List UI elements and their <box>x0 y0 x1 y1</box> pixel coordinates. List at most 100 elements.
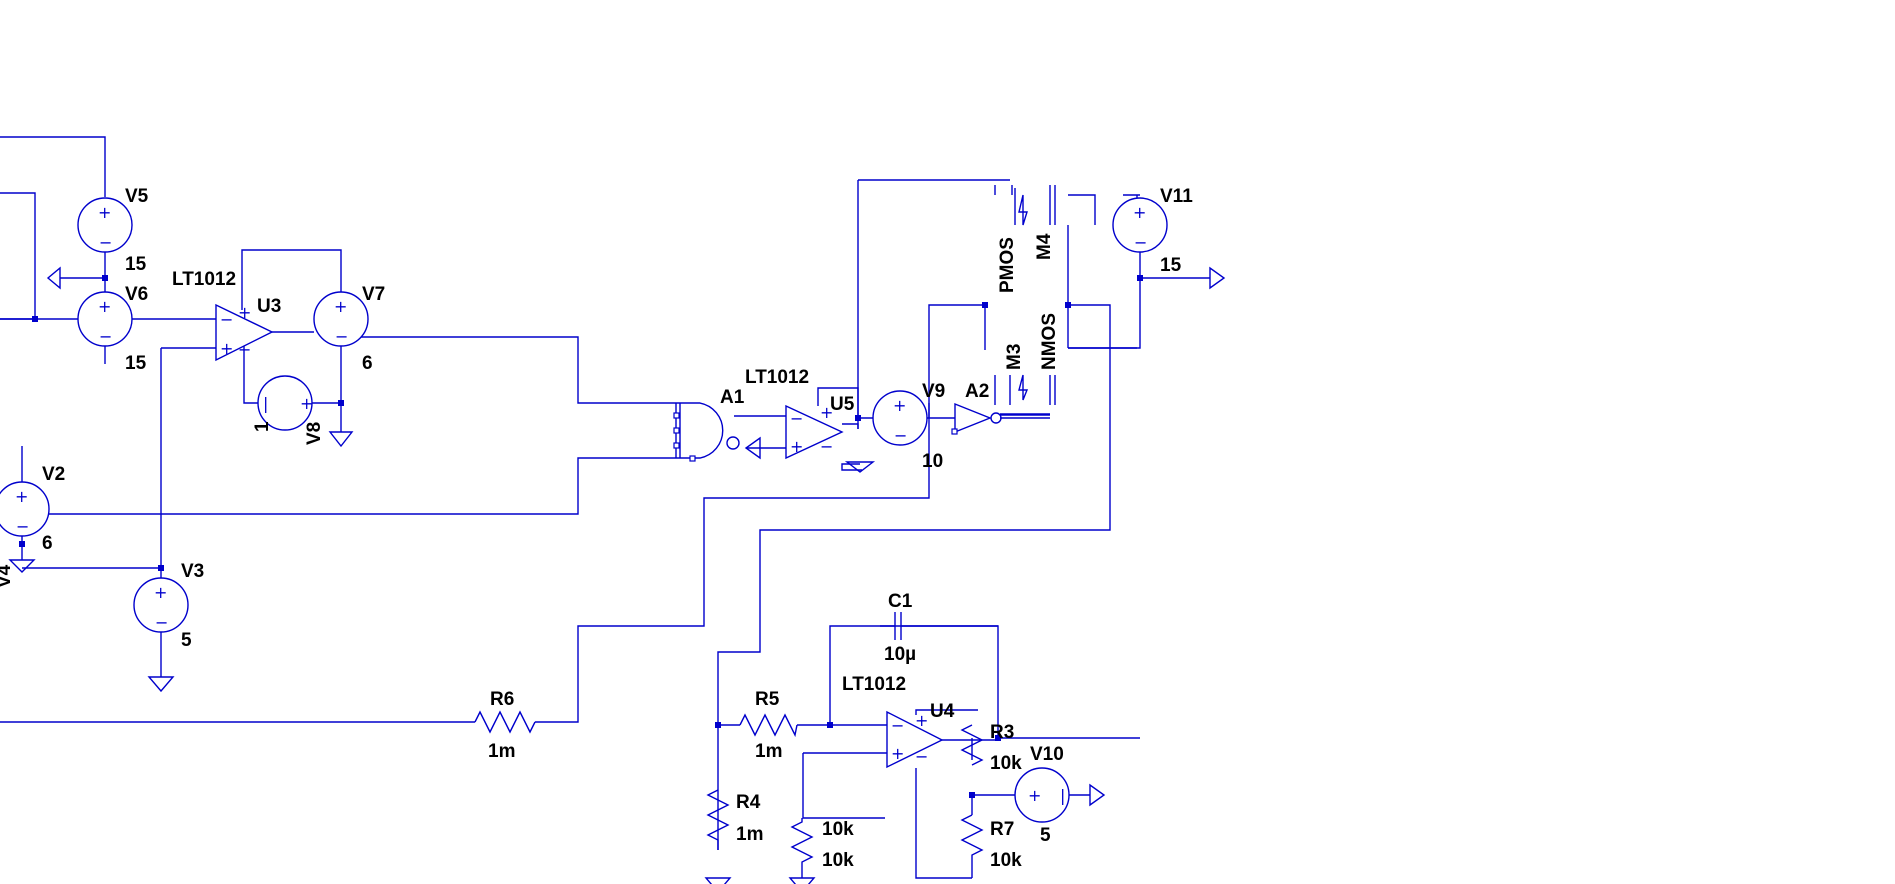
svg-text:+: + <box>154 583 167 602</box>
voltage-source-V3[interactable]: +− <box>133 577 189 633</box>
value-R7: 10k <box>990 850 1022 871</box>
ground-symbol <box>704 877 732 884</box>
svg-text:+: + <box>220 339 233 358</box>
ground-symbol <box>788 877 816 884</box>
resistor-R3[interactable] <box>960 724 984 766</box>
svg-text:−: − <box>891 716 904 735</box>
voltage-source-V8[interactable]: |+ <box>257 375 313 431</box>
label-M3: M3 <box>1004 344 1025 370</box>
label-R6: R6 <box>490 689 514 710</box>
voltage-source-V10[interactable]: +| <box>1014 767 1070 823</box>
model-U5: LT1012 <box>745 367 809 388</box>
label-V2: V2 <box>42 464 65 485</box>
svg-text:−: − <box>915 747 928 766</box>
svg-text:+: + <box>820 403 833 422</box>
label-V5: V5 <box>125 186 149 207</box>
svg-text:|: | <box>263 394 268 413</box>
resistor-R7[interactable] <box>960 814 984 862</box>
label-R3: R3 <box>990 722 1014 743</box>
ground-symbol <box>1089 783 1106 807</box>
label-R5: R5 <box>755 689 780 710</box>
model-U3: LT1012 <box>172 269 236 290</box>
svg-text:−: − <box>16 517 29 536</box>
wires <box>0 136 1210 879</box>
value-V5: 15 <box>125 254 147 275</box>
ground-symbol <box>844 461 876 473</box>
inverter-A2[interactable] <box>951 402 1050 435</box>
voltage-source-V9[interactable]: +− <box>872 390 928 446</box>
svg-text:−: − <box>820 437 833 456</box>
svg-text:+: + <box>893 396 906 415</box>
junctions <box>19 275 1143 798</box>
nand-gate-A1[interactable] <box>673 402 740 462</box>
svg-text:+: + <box>1133 203 1146 222</box>
ground-symbol <box>46 266 61 290</box>
label-M4: M4 <box>1034 233 1055 260</box>
label-V10: V10 <box>1030 744 1064 765</box>
value-R5: 1m <box>755 741 782 762</box>
label-V9: V9 <box>922 381 945 402</box>
nmos-M3[interactable] <box>994 374 1056 405</box>
value-V8: 1 <box>252 421 273 432</box>
labels: V5 15 V6 15 LT1012 U3 V7 6 1 V8 V2 6 V4 … <box>0 186 1193 871</box>
svg-text:+: + <box>98 203 111 222</box>
label-V7: V7 <box>362 284 385 305</box>
ground-symbol <box>8 559 36 573</box>
ground-symbol <box>1209 266 1226 290</box>
svg-text:+: + <box>334 297 347 316</box>
label-U4: U4 <box>930 701 955 722</box>
voltage-source-V6[interactable]: +− <box>77 291 133 347</box>
svg-text:−: − <box>99 327 112 346</box>
opamp-U5[interactable]: −+ +− <box>785 403 844 460</box>
label-V4: V4 <box>0 564 15 588</box>
ground-symbol <box>147 676 175 693</box>
voltage-source-V5[interactable]: +− <box>77 197 133 253</box>
resistor-unnamed-10k[interactable] <box>790 818 814 878</box>
model-M3: NMOS <box>1039 313 1060 370</box>
capacitor-C1[interactable] <box>880 612 998 640</box>
svg-text:−: − <box>155 613 168 632</box>
opamp-U4[interactable]: −+ +− <box>886 710 944 769</box>
svg-text:+: + <box>98 297 111 316</box>
value-V9: 10 <box>922 451 943 472</box>
value-V2: 6 <box>42 533 53 554</box>
value-resistor-10k-b: 10k <box>822 850 854 871</box>
svg-text:+: + <box>238 303 251 322</box>
label-C1: C1 <box>888 591 913 612</box>
label-V6: V6 <box>125 284 148 305</box>
value-R6: 1m <box>488 741 515 762</box>
svg-text:+: + <box>15 487 28 506</box>
svg-text:−: − <box>894 426 907 445</box>
label-V11: V11 <box>1160 186 1193 207</box>
voltage-source-V7[interactable]: +− <box>313 291 369 347</box>
svg-text:+: + <box>891 744 904 763</box>
svg-text:+: + <box>915 711 928 730</box>
opamp-U3[interactable]: −+ +− <box>215 303 274 362</box>
svg-text:−: − <box>790 409 803 428</box>
label-V8: V8 <box>304 422 325 445</box>
ground-symbol <box>328 431 354 448</box>
voltage-source-V11[interactable]: +− <box>1112 197 1168 253</box>
pmos-M4[interactable] <box>994 185 1056 226</box>
voltage-source-V2[interactable]: +− <box>0 481 50 537</box>
svg-text:+: + <box>1028 786 1041 805</box>
svg-text:−: − <box>335 327 348 346</box>
value-C1: 10µ <box>884 644 916 665</box>
resistor-R4[interactable] <box>706 789 730 850</box>
value-V6: 15 <box>125 353 147 374</box>
label-U3: U3 <box>257 296 281 317</box>
resistor-R5[interactable] <box>739 713 798 738</box>
value-R4: 1m <box>736 824 763 845</box>
label-R7: R7 <box>990 819 1014 840</box>
resistor-R6[interactable] <box>474 710 536 734</box>
value-resistor-10k-a: 10k <box>822 819 854 840</box>
value-R3: 10k <box>990 753 1022 774</box>
svg-text:−: − <box>1134 233 1147 252</box>
label-U5: U5 <box>830 394 855 415</box>
svg-text:|: | <box>1060 786 1065 805</box>
svg-text:+: + <box>790 437 803 456</box>
value-V10: 5 <box>1040 825 1051 846</box>
svg-text:−: − <box>99 233 112 252</box>
model-U4: LT1012 <box>842 674 906 695</box>
